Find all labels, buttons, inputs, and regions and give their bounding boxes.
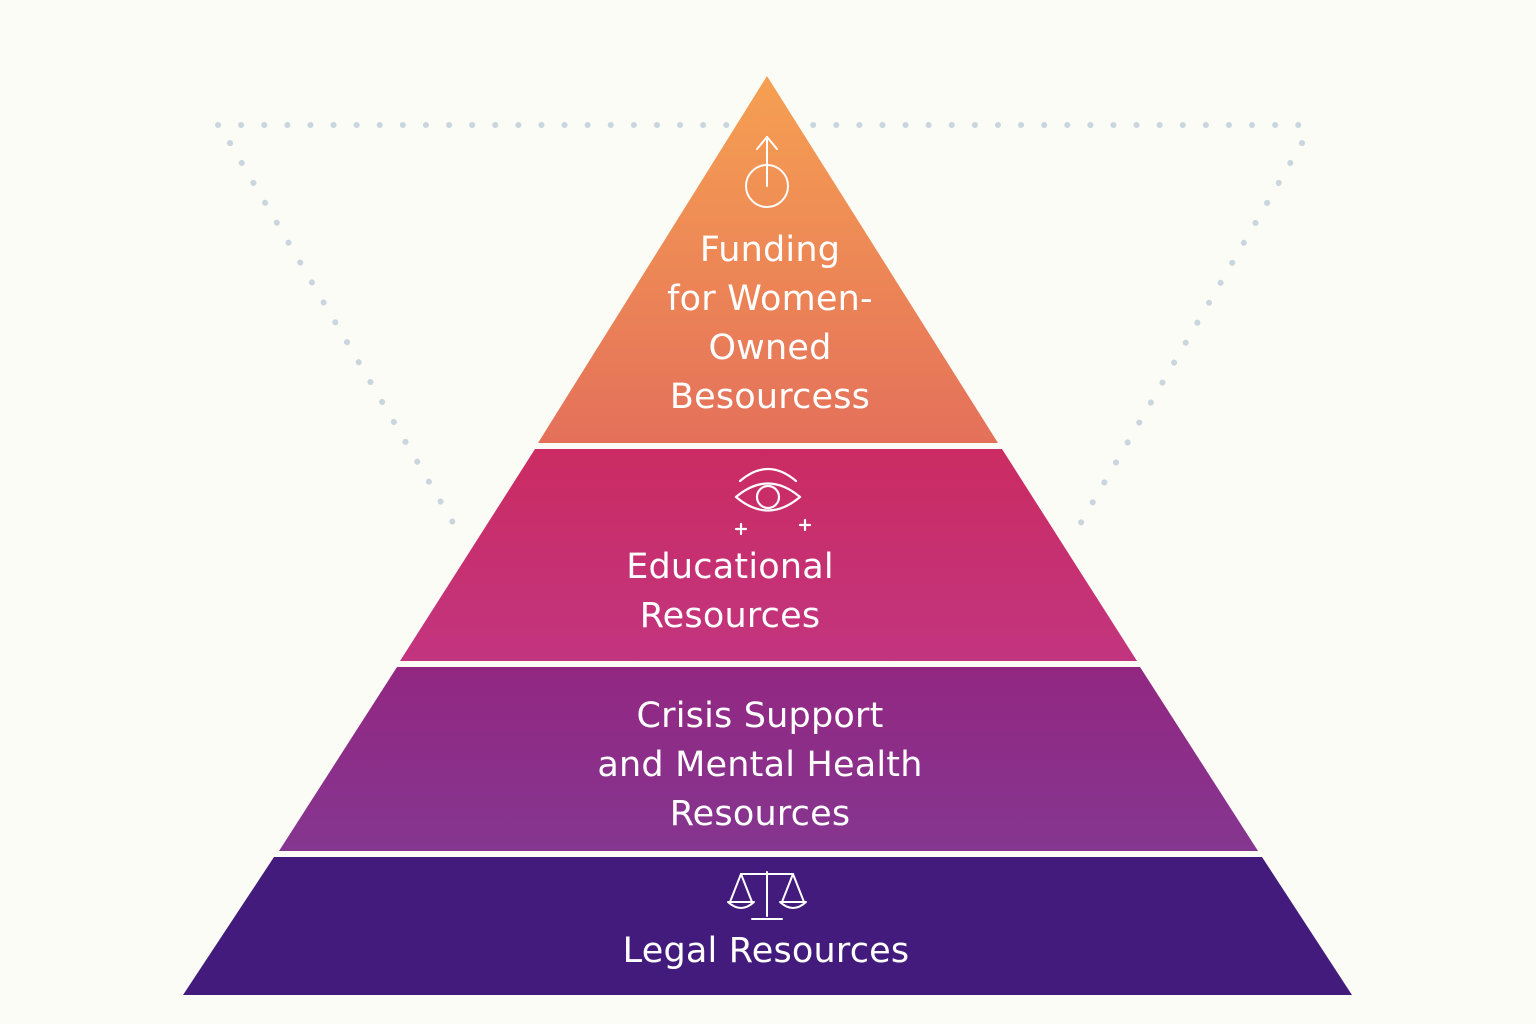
- tier-legal-label: Legal Resources: [566, 927, 966, 976]
- tier-label-line: Legal Resources: [622, 931, 910, 971]
- tier-label-line: Crisis Support: [636, 696, 884, 736]
- tier-educational: [400, 449, 1137, 661]
- tier-label-line: Owned: [708, 328, 832, 368]
- tier-educational-label: Educational Resources: [520, 543, 940, 641]
- up-arrow-circle-icon: [745, 136, 789, 208]
- tier-label-line: Resources: [639, 596, 821, 636]
- scales-of-justice-icon: [727, 871, 807, 920]
- tier-legal: [183, 857, 1352, 995]
- tier-label-line: for Women-: [667, 279, 873, 319]
- tier-funding-label: Funding for Women- Owned Besourcess: [560, 226, 980, 422]
- tier-label-line: Resources: [669, 794, 851, 834]
- dotted-inverted-triangle-outline: [215, 122, 1317, 541]
- tier-crisis-support: [279, 667, 1258, 851]
- tier-crisis-support-label: Crisis Support and Mental Health Resourc…: [510, 692, 1010, 839]
- tier-label-line: Funding: [699, 230, 841, 270]
- tier-label-line: Besourcess: [669, 377, 871, 417]
- tier-funding: [538, 76, 998, 443]
- tier-label-line: and Mental Health: [597, 745, 923, 785]
- tier-label-line: Educational: [626, 547, 834, 587]
- eye-icon: [734, 468, 812, 536]
